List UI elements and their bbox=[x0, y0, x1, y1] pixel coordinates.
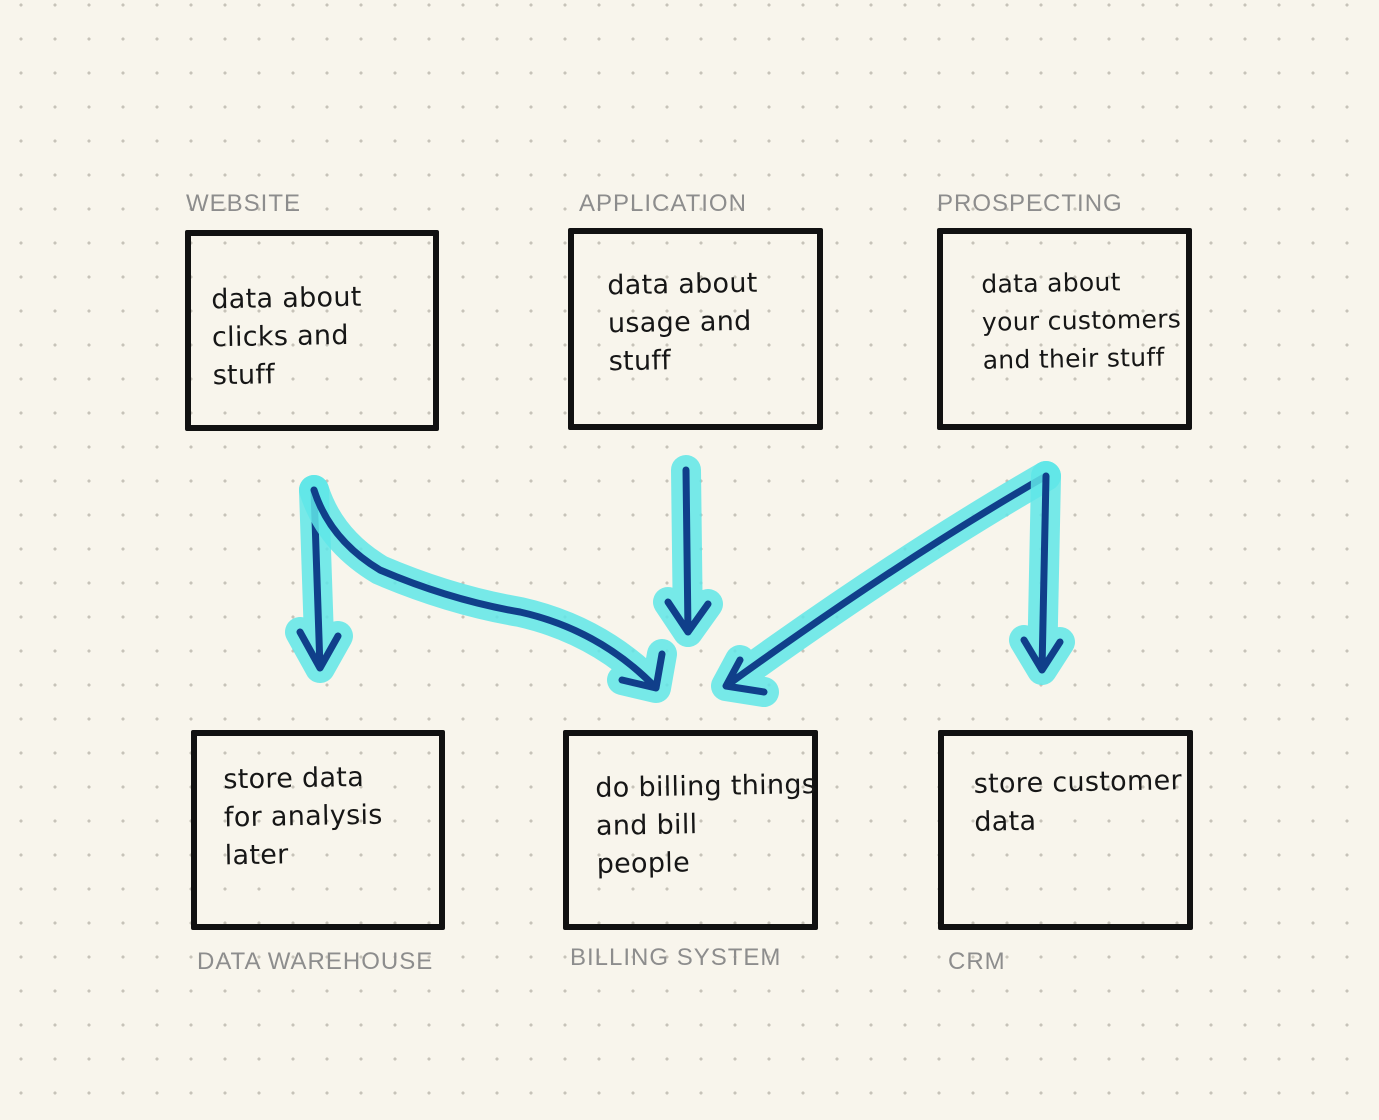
box-website bbox=[185, 230, 439, 431]
label-data-warehouse: DATA WAREHOUSE bbox=[197, 948, 434, 975]
arrow-prospecting-to-billing-system bbox=[711, 461, 1061, 707]
box-application bbox=[568, 228, 823, 430]
label-billing-system: BILLING SYSTEM bbox=[570, 944, 782, 971]
box-data-warehouse bbox=[191, 730, 445, 930]
box-prospecting bbox=[937, 228, 1192, 430]
label-prospecting: PROSPECTING bbox=[937, 190, 1123, 217]
arrow-website-to-billing-system bbox=[299, 475, 677, 703]
box-crm bbox=[938, 730, 1193, 930]
arrow-prospecting-to-crm bbox=[1009, 461, 1075, 685]
label-crm: CRM bbox=[948, 948, 1006, 975]
label-website: WEBSITE bbox=[186, 190, 302, 217]
label-application: APPLICATION bbox=[579, 190, 747, 217]
box-billing-system bbox=[563, 730, 818, 930]
arrow-application-to-billing-system bbox=[653, 455, 723, 647]
